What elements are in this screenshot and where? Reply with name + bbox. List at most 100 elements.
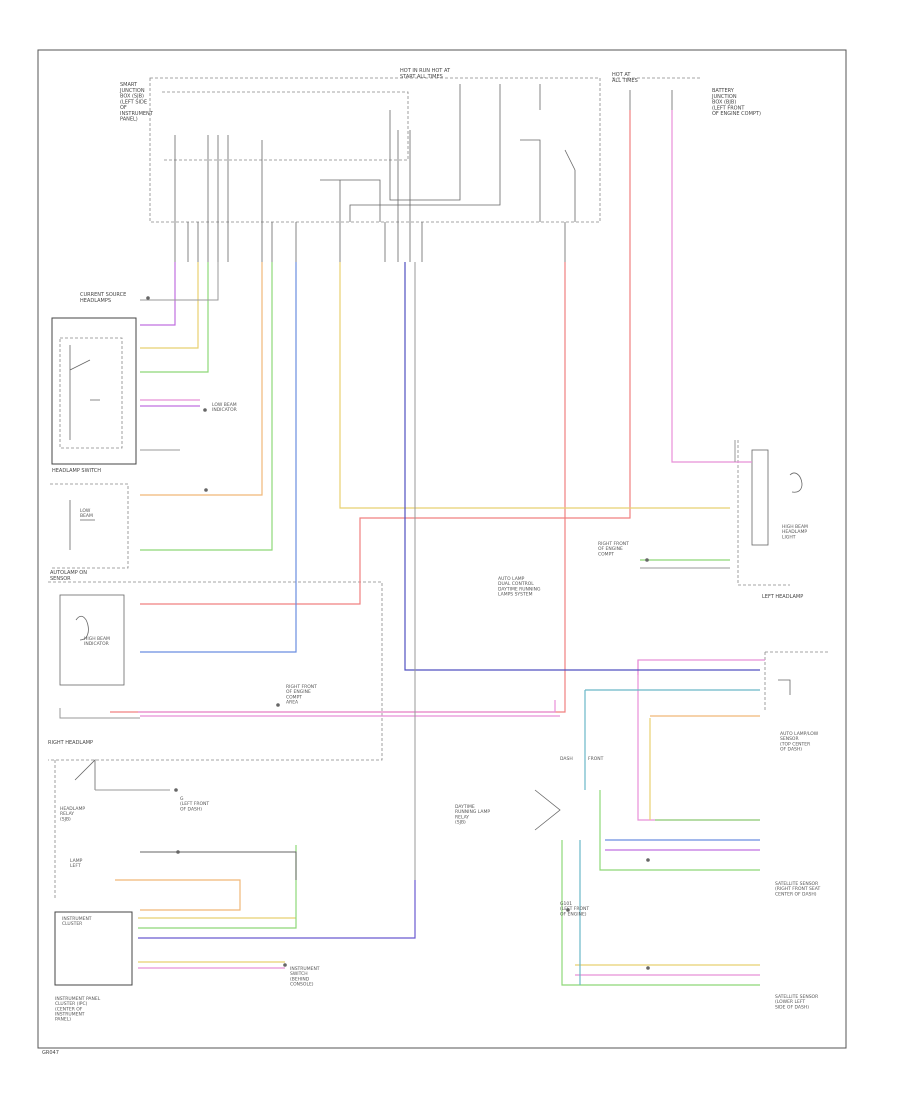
left-headlamp-connector — [751, 449, 769, 546]
sjb-relay — [520, 84, 541, 222]
wire-black-1 — [140, 851, 297, 880]
label-line: (LEFT FRONT — [712, 105, 745, 111]
label-line: (LEFT FRONT — [560, 906, 589, 912]
label-line: DAYTIME — [455, 804, 475, 810]
wire-blue-1 — [140, 262, 297, 653]
label-line: HEADLAMP SWITCH — [52, 468, 101, 474]
label-front: FRONT — [588, 756, 604, 762]
label-line: SATELLITE SENSOR — [775, 994, 818, 1000]
label-line: RUNNING LAMP — [455, 809, 490, 815]
bjb-fuses — [629, 90, 673, 110]
label-line: LEFT — [70, 863, 81, 869]
label-line: JUNCTION — [119, 88, 145, 94]
label-right-headlamp: RIGHT HEADLAMP — [48, 740, 93, 746]
label-line: RELAY — [60, 811, 74, 817]
label-line: RIGHT FRONT — [598, 541, 629, 547]
label-line: HIGH BEAM — [782, 524, 808, 530]
wire-darkblue-1 — [404, 262, 760, 671]
wire-green-3 — [138, 845, 297, 929]
label-line: BEAM — [80, 513, 93, 519]
label-line: INSTRUMENT — [120, 111, 154, 117]
label-line: CENTER OF DASH) — [775, 891, 817, 897]
wire-red-2 — [140, 110, 631, 605]
diagram-frame — [37, 49, 847, 1049]
autolamp-right-internal — [778, 679, 791, 695]
label-line: INDICATOR — [212, 407, 237, 413]
label-line: SATELLITE SENSOR — [775, 881, 818, 887]
label-headlamp-switch: HEADLAMP SWITCH — [52, 468, 101, 474]
sjb-switch — [564, 149, 576, 222]
headlamp-relay-symbol — [74, 759, 96, 790]
headlamp-switch-box — [51, 317, 137, 465]
sjb-box — [149, 77, 601, 223]
label-line: RIGHT HEADLAMP — [48, 740, 93, 746]
label-line: CLUSTER — [62, 921, 82, 927]
label-line: (LOWER LEFT — [775, 999, 805, 1005]
label-line: GR047 — [42, 1050, 59, 1056]
label-line: DAYTIME RUNNING — [498, 586, 541, 592]
label-line: (CENTER OF — [55, 1006, 83, 1012]
label-line: AUTO LAMP — [498, 576, 525, 582]
headlamp-switch-internal — [69, 345, 100, 440]
label-line: HOT IN RUN HOT AT — [400, 68, 451, 74]
label-line: (BEHIND — [290, 976, 310, 982]
label-line: INSTRUMENT — [55, 1012, 85, 1018]
label-line: SWITCH — [290, 971, 308, 977]
wire-pink-3 — [138, 659, 765, 713]
label-line: SMART — [120, 82, 138, 88]
label-line: RIGHT FRONT — [286, 684, 317, 690]
label-line: INSTRUMENT — [62, 916, 92, 922]
label-line: BOX (SJB) — [120, 94, 144, 100]
label-line: HOT AT — [612, 72, 631, 78]
label-line: DUAL CONTROL — [498, 581, 534, 587]
wire-darkblue-2 — [138, 880, 416, 939]
label-line: INDICATOR — [84, 641, 109, 647]
label-line: AREA — [286, 700, 299, 706]
autolamp-right-box — [764, 651, 828, 710]
label-line: (RIGHT FRONT SEAT — [775, 886, 820, 892]
label-line: FRONT — [588, 756, 604, 762]
wire-violet-1 — [140, 262, 176, 326]
label-line: G101 — [560, 901, 572, 907]
relay-symbol — [534, 789, 561, 831]
label-line: OF ENGINE — [598, 546, 623, 552]
wire-yellow-1 — [140, 262, 199, 349]
right-headlamp-bulb-box — [59, 594, 125, 686]
label-line: (LEFT FRONT — [180, 801, 209, 807]
label-line: HEADLAMP — [782, 529, 807, 535]
sjb-wires — [320, 179, 381, 222]
wire-red-1 — [110, 262, 566, 713]
label-line: BATTERY — [712, 88, 735, 94]
label-line: CLUSTER (IPC) — [55, 1001, 88, 1007]
wire-green-1 — [140, 262, 273, 551]
autolamp-sensor-box — [50, 483, 129, 569]
label-line: OF — [120, 105, 127, 111]
ipc-box — [54, 911, 133, 986]
wire-pink-5 — [637, 660, 760, 821]
label-line: ALL TIMES — [612, 78, 638, 84]
sjb-internal-2 — [349, 84, 501, 222]
wire-orange-2 — [115, 879, 241, 911]
label-line: (SJB) — [60, 816, 71, 822]
autolamp-internal — [69, 500, 95, 550]
label-line: BOX (BJB) — [712, 100, 736, 106]
label-line: AUTO LAMP/LOW — [780, 731, 819, 737]
label-line: CURRENT SOURCE — [80, 292, 126, 298]
